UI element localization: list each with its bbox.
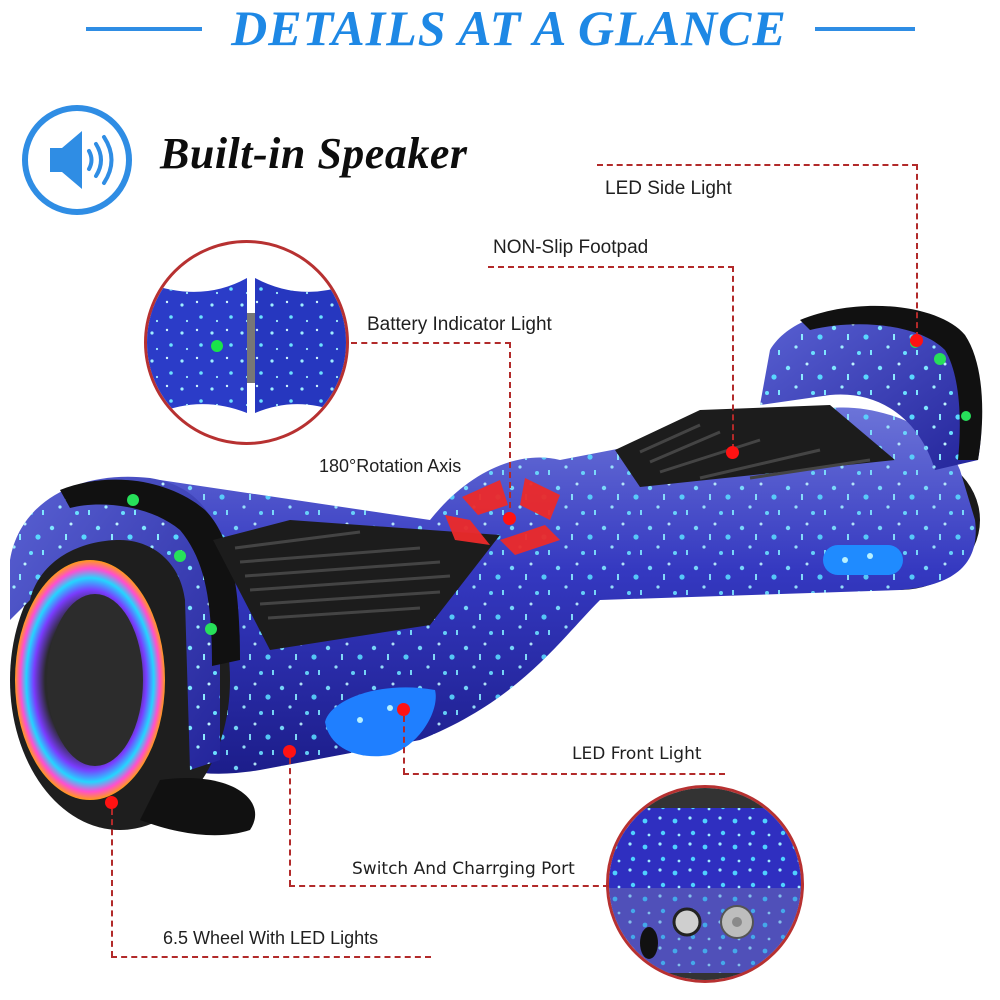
callout-line bbox=[111, 809, 113, 957]
callout-label-switch-charging-port: Switch And Charrging Port bbox=[352, 859, 575, 879]
page-title: DETAILS AT A GLANCE bbox=[231, 0, 787, 56]
callout-line bbox=[289, 758, 291, 886]
callout-dot bbox=[397, 703, 410, 716]
section-header: DETAILS AT A GLANCE bbox=[0, 0, 1000, 58]
callout-label-wheel-led-lights: 6.5 Wheel With LED Lights bbox=[163, 928, 379, 948]
callout-dot bbox=[503, 512, 516, 525]
callout-line bbox=[916, 164, 918, 338]
speaker-volume-icon bbox=[17, 103, 137, 217]
feature-title: Built-in Speaker bbox=[160, 129, 468, 178]
callout-line bbox=[597, 164, 918, 166]
callout-label-non-slip-footpad: NON-Slip Footpad bbox=[493, 237, 649, 258]
callout-label-battery-indicator-light: Battery Indicator Light bbox=[367, 314, 552, 335]
rotation-arrows-icon bbox=[445, 478, 560, 555]
callout-line bbox=[289, 885, 609, 887]
charging-port-zoom bbox=[606, 785, 804, 983]
callout-label-led-side-light: LED Side Light bbox=[605, 178, 732, 199]
callout-line bbox=[403, 716, 405, 774]
callout-line bbox=[351, 342, 511, 344]
battery-indicator-zoom bbox=[144, 240, 349, 445]
callout-label-rotation-axis: 180°Rotation Axis bbox=[319, 456, 462, 476]
callout-line bbox=[509, 342, 511, 518]
callout-line bbox=[488, 266, 734, 268]
callout-dot bbox=[283, 745, 296, 758]
callout-label-led-front-light: LED Front Light bbox=[572, 744, 702, 764]
callout-line bbox=[403, 773, 725, 775]
callout-dot bbox=[726, 446, 739, 459]
callout-dot bbox=[910, 334, 923, 347]
callout-line bbox=[732, 266, 734, 450]
header-rule-left bbox=[86, 27, 202, 31]
callout-line bbox=[111, 956, 431, 958]
callout-dot bbox=[105, 796, 118, 809]
header-rule-right bbox=[815, 27, 915, 31]
